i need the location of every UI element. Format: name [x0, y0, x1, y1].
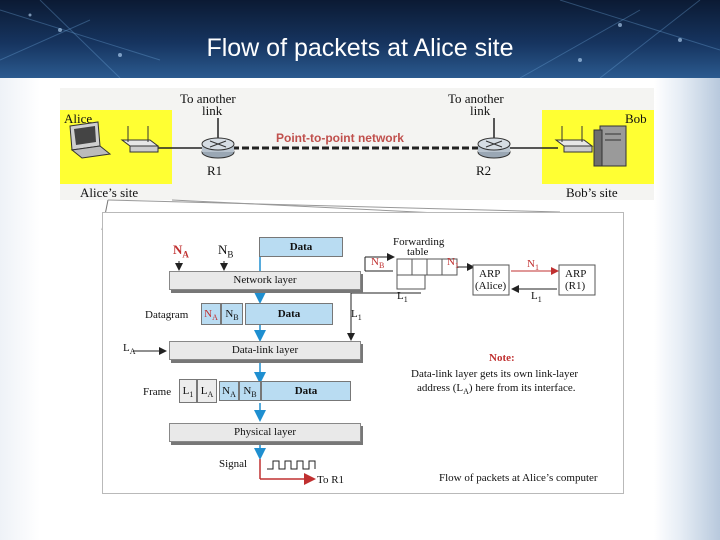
fw-nb-label: NB [371, 256, 385, 271]
network-overview-graphic [69, 118, 627, 167]
arp-n1-label: N1 [527, 258, 539, 273]
bob-label: Bob [625, 111, 647, 126]
arp-l1-label: L1 [531, 290, 542, 305]
side-decoration-left [0, 78, 40, 540]
data-box: Data [259, 237, 343, 257]
forwarding-table-label-line2: table [407, 246, 429, 258]
server-icon [593, 125, 627, 167]
fw-n1-label: N1 [447, 256, 459, 271]
data-link-layer: Data-link layer [169, 341, 361, 360]
signal-label: Signal [219, 458, 248, 470]
frame-la-field: LA [197, 379, 217, 403]
network-overview-diagram: Alice Bob To another link To another lin… [60, 88, 654, 200]
arp-alice-line1: ARP [479, 268, 501, 280]
frame-l1-field: L1 [179, 379, 197, 403]
fw-l1-label: L1 [397, 290, 408, 305]
frame-data-field: Data [261, 381, 351, 401]
forwarding-table-label-line1: Forwarding [393, 236, 445, 248]
bob-site-label: Bob’s site [566, 185, 618, 200]
arp-alice-line2: (Alice) [475, 280, 507, 292]
physical-layer: Physical layer [169, 423, 361, 442]
note-title: Note: [489, 352, 515, 364]
figure-caption: Flow of packets at Alice’s computer [439, 472, 598, 484]
frame-nb-field: NB [239, 381, 261, 401]
arp-r1-line2: (R1) [565, 280, 586, 292]
point-to-point-network-label: Point-to-point network [276, 131, 404, 145]
frame-label: Frame [143, 386, 172, 398]
note-line-1: Data-link layer gets its own link-layer [411, 368, 579, 380]
la-left-label: LA [123, 342, 136, 357]
datagram-nb-field: NB [221, 303, 243, 325]
datagram-l1-label: L1 [351, 308, 362, 323]
router-r1-label: R1 [207, 163, 223, 178]
to-another-link-right-line2: link [470, 103, 491, 118]
na-label: NA [173, 242, 189, 260]
flow-arrows-graphic [133, 253, 596, 485]
title-banner: Flow of packets at Alice site [0, 0, 720, 78]
slide-title: Flow of packets at Alice site [206, 34, 514, 62]
network-background-graphic [0, 0, 720, 78]
router-r1-icon [201, 137, 235, 159]
to-another-link-left-line1: To another [180, 91, 236, 106]
router-r2-label: R2 [476, 163, 492, 178]
datagram-na-field: NA [201, 303, 221, 325]
datagram-label: Datagram [145, 309, 189, 321]
alice-switch-icon [120, 126, 160, 153]
alice-label: Alice [64, 111, 93, 126]
alice-site-label: Alice’s site [80, 185, 139, 200]
frame-na-field: NA [219, 381, 239, 401]
arp-r1-line1: ARP [565, 268, 587, 280]
to-another-link-left-line2: link [202, 103, 223, 118]
side-decoration-right [654, 78, 720, 540]
to-r1-label: To R1 [317, 474, 345, 486]
network-layer: Network layer [169, 271, 361, 290]
alice-computer-flow-diagram: NA NB Data Network layer Datagram NA NB … [102, 212, 624, 494]
note-line-2: address (LA) here from its interface. [417, 382, 576, 397]
to-another-link-right-line1: To another [448, 91, 504, 106]
datagram-data-field: Data [245, 303, 333, 325]
laptop-icon [69, 121, 112, 159]
nb-label: NB [218, 242, 234, 260]
router-r2-icon [477, 137, 511, 159]
bob-switch-icon [554, 126, 594, 153]
